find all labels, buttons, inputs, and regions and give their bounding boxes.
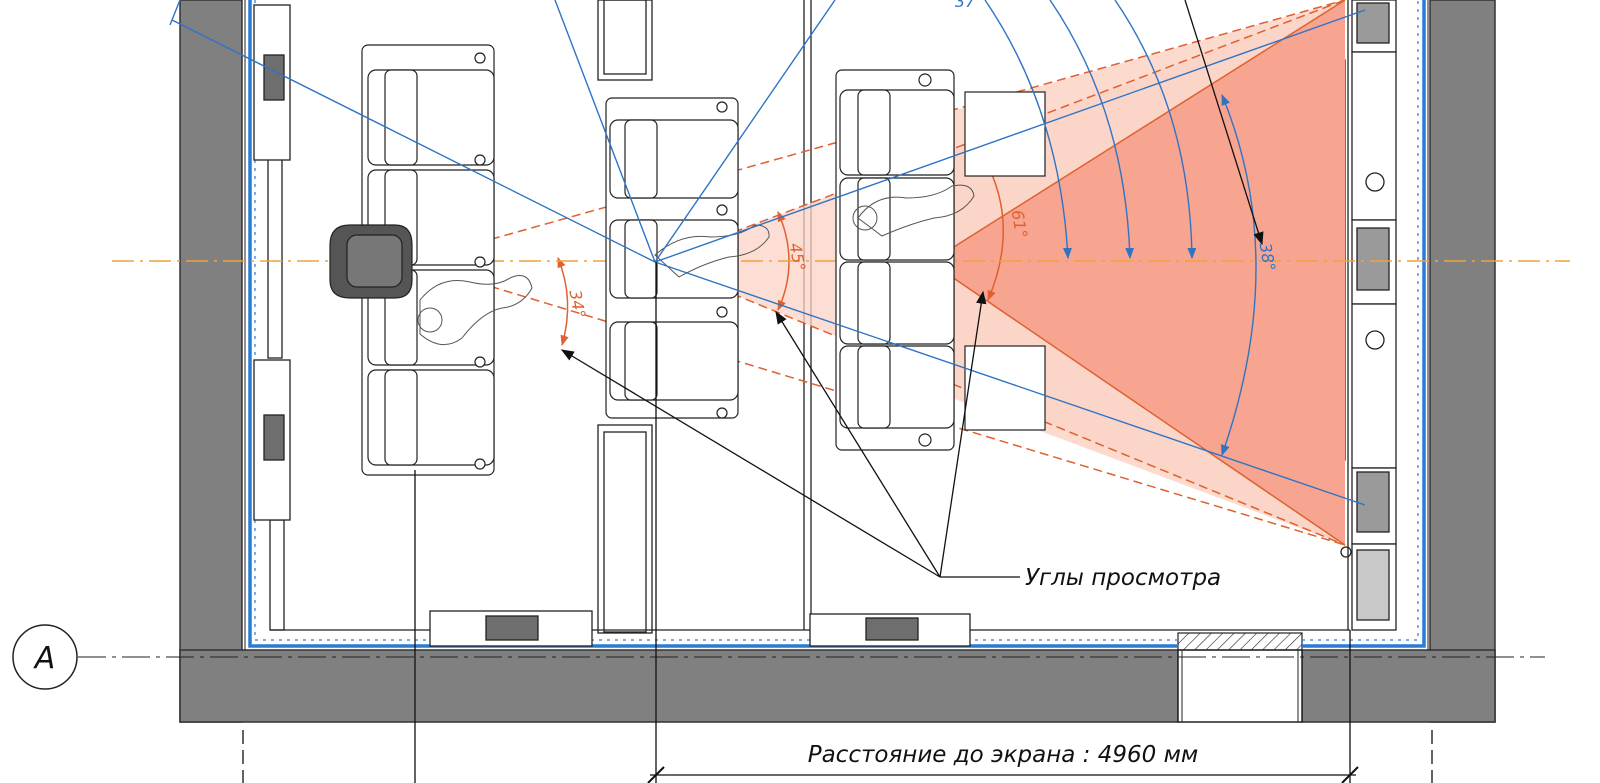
grid-axis-a: A (12, 624, 1545, 690)
angle-label-front: 61° (1008, 208, 1032, 239)
viewing-angle-leaders (560, 0, 1264, 578)
viewing-angles-callout: Углы просмотра (1025, 565, 1221, 591)
interior-elements (253, 0, 1397, 647)
angle-label-blue-top: 37 (955, 0, 976, 11)
angle-label-rear: 34° (566, 288, 590, 319)
sight-lines (169, 0, 1366, 506)
arc-blue-wide (1221, 93, 1257, 457)
screen-distance-dimension (242, 262, 1433, 783)
angle-label-blue-wide: 38° (1256, 241, 1280, 272)
seat-row-front (835, 69, 1046, 451)
screen-distance-label: Расстояние до экрана : 4960 мм (808, 742, 1199, 768)
seat-row-middle (605, 97, 739, 419)
walls (179, 0, 1496, 723)
cabinet-right-1 (1351, 51, 1397, 221)
axis-marker-label: A (33, 641, 56, 676)
seats (329, 44, 1046, 476)
angle-labels: 34° 45° 61° 38° 37 (566, 0, 1280, 320)
cone-front (930, 0, 1345, 545)
cabinet-right-2 (1351, 303, 1397, 469)
wall-bottom-right (1301, 649, 1496, 723)
arc-rear-row (557, 257, 569, 347)
angle-label-middle: 45° (786, 241, 810, 272)
wall-bottom-left (179, 649, 1179, 723)
door-opening (1177, 649, 1303, 723)
wall-left (179, 0, 243, 723)
door-hatch (1177, 632, 1303, 651)
wall-right (1429, 0, 1496, 723)
